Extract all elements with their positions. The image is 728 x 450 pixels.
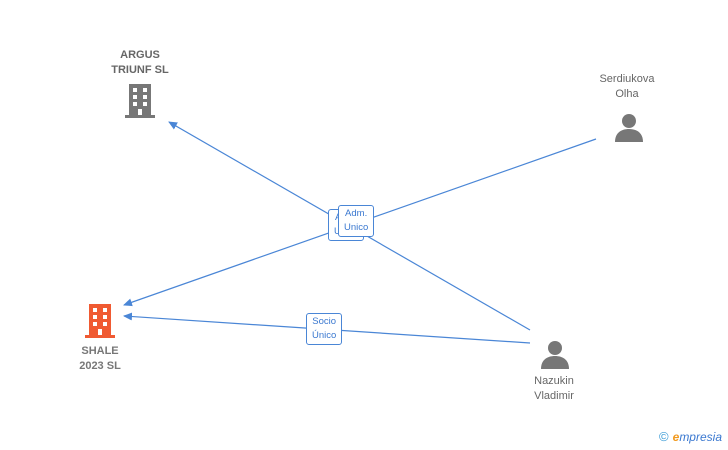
edge-label-adm-unico[interactable]: Adm. Unico bbox=[338, 205, 375, 237]
copyright-icon: © bbox=[659, 429, 669, 444]
person-icon[interactable] bbox=[614, 112, 644, 142]
person-icon[interactable] bbox=[540, 339, 570, 369]
edge-label-socio-unico[interactable]: Socio Único bbox=[306, 313, 343, 345]
node-label-argus[interactable]: ARGUS TRIUNF SL bbox=[111, 49, 169, 76]
node-label-serdiukova[interactable]: Serdiukova Olha bbox=[599, 73, 655, 100]
building-icon[interactable] bbox=[124, 84, 156, 118]
node-label-shale[interactable]: SHALE 2023 SL bbox=[79, 345, 121, 372]
empresia-watermark: © empresia bbox=[659, 429, 722, 444]
brand-logo: empresia bbox=[672, 429, 722, 444]
node-label-nazukin[interactable]: Nazukin Vladimir bbox=[534, 375, 574, 402]
building-icon[interactable] bbox=[84, 304, 116, 338]
